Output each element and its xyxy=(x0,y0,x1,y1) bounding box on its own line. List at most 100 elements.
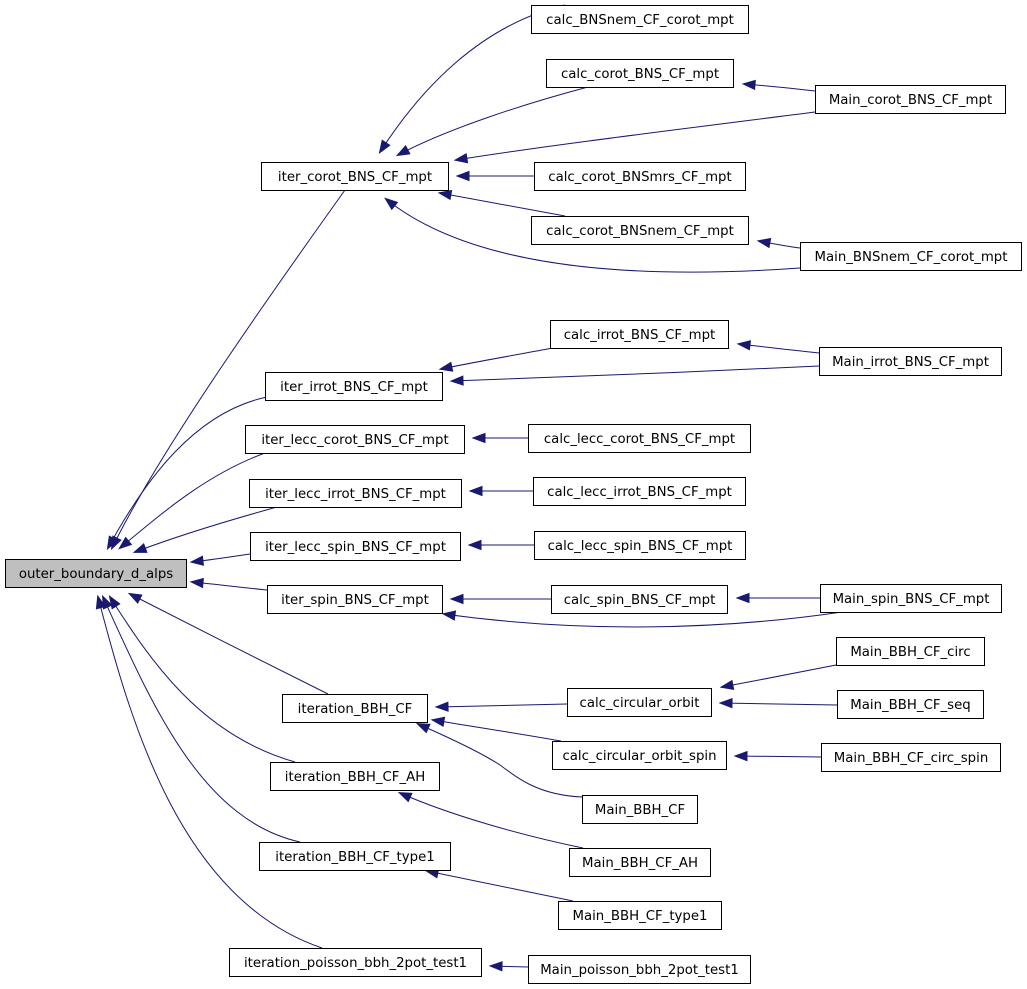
node-iter-lecc-irrot-bns-cf-mpt[interactable]: iter_lecc_irrot_BNS_CF_mpt xyxy=(249,479,462,508)
node-main-spin-bns-cf-mpt[interactable]: Main_spin_BNS_CF_mpt xyxy=(820,584,1002,613)
node-box xyxy=(534,531,746,560)
edge-arrowhead xyxy=(108,594,121,610)
edge-arrowhead xyxy=(118,536,133,550)
node-label: Main_BBH_CF_AH xyxy=(582,856,698,871)
node-box xyxy=(569,848,711,877)
node-main-bbh-cf-circ[interactable]: Main_BBH_CF_circ xyxy=(836,637,985,666)
edge-arrowhead xyxy=(378,139,391,155)
edge-arrowhead xyxy=(384,197,399,211)
node-label: calc_corot_BNS_CF_mpt xyxy=(561,67,719,82)
edge-line xyxy=(399,792,584,849)
edge-main-bnsnem-cf-corot-mpt-to-calc-corot-bnsnem-cf-mpt xyxy=(756,237,801,249)
edge-line xyxy=(385,198,801,273)
node-calc-corot-bnsnem-cf-mpt[interactable]: calc_corot_BNSnem_CF_mpt xyxy=(531,216,749,245)
node-label: iter_irrot_BNS_CF_mpt xyxy=(280,380,428,395)
node-calc-lecc-spin-bns-cf-mpt[interactable]: calc_lecc_spin_BNS_CF_mpt xyxy=(534,531,746,560)
edge-line xyxy=(735,755,822,758)
edge-iter-lecc-corot-bns-cf-mpt-to-outer-boundary-d-alps xyxy=(118,452,266,550)
node-label: Main_poisson_bbh_2pot_test1 xyxy=(540,963,739,978)
edge-arrowhead xyxy=(741,79,756,91)
node-box xyxy=(528,955,751,984)
node-box xyxy=(800,242,1022,271)
edge-arrowhead xyxy=(471,432,486,444)
edge-arrowhead xyxy=(467,539,482,551)
node-calc-lecc-irrot-bns-cf-mpt[interactable]: calc_lecc_irrot_BNS_CF_mpt xyxy=(533,477,746,506)
node-label: calc_lecc_corot_BNS_CF_mpt xyxy=(544,432,735,447)
node-box xyxy=(546,59,734,88)
node-calc-corot-bns-cf-mpt[interactable]: calc_corot_BNS_CF_mpt xyxy=(546,59,734,88)
edge-main-spin-bns-cf-mpt-to-iter-spin-bns-cf-mpt xyxy=(441,610,843,628)
edge-line xyxy=(738,343,820,354)
edge-main-irrot-bns-cf-mpt-to-calc-irrot-bns-cf-mpt xyxy=(736,340,820,354)
node-box xyxy=(265,372,443,401)
node-iteration-poisson-bbh-2pot-test1[interactable]: iteration_poisson_bbh_2pot_test1 xyxy=(229,948,482,977)
node-label: calc_lecc_irrot_BNS_CF_mpt xyxy=(547,485,732,500)
edge-calc-lecc-irrot-bns-cf-mpt-to-iter-lecc-irrot-bns-cf-mpt xyxy=(468,485,533,497)
node-label: calc_corot_BNSnem_CF_mpt xyxy=(546,224,734,239)
node-iter-irrot-bns-cf-mpt[interactable]: iter_irrot_BNS_CF_mpt xyxy=(265,372,443,401)
node-box xyxy=(531,5,749,34)
edge-arrowhead xyxy=(455,170,470,182)
node-calc-circular-orbit[interactable]: calc_circular_orbit xyxy=(567,688,712,717)
edge-calc-lecc-corot-bns-cf-mpt-to-iter-lecc-corot-bns-cf-mpt xyxy=(471,432,528,444)
node-box xyxy=(261,162,449,191)
node-box xyxy=(229,948,482,977)
node-box xyxy=(552,741,727,770)
edge-main-bbh-cf-ah-to-iteration-bbh-cf-ah xyxy=(397,792,584,849)
node-main-poisson-bbh-2pot-test1[interactable]: Main_poisson_bbh_2pot_test1 xyxy=(528,955,751,984)
node-calc-bnsnem-cf-corot-mpt[interactable]: calc_BNSnem_CF_corot_mpt xyxy=(531,5,749,34)
node-box xyxy=(282,694,428,723)
edge-main-bbh-cf-circ-spin-to-calc-circular-orbit-spin xyxy=(733,750,822,762)
node-box xyxy=(821,743,1001,772)
node-main-bbh-cf-type1[interactable]: Main_BBH_CF_type1 xyxy=(558,901,722,930)
edge-arrowhead xyxy=(488,961,503,972)
node-label: iteration_BBH_CF xyxy=(298,702,413,717)
node-main-bnsnem-cf-corot-mpt[interactable]: Main_BNSnem_CF_corot_mpt xyxy=(800,242,1022,271)
root-node-outer-boundary-d-alps[interactable]: outer_boundary_d_alps xyxy=(5,559,187,588)
edge-line xyxy=(119,452,266,549)
node-box xyxy=(533,477,746,506)
node-box xyxy=(270,762,440,791)
edge-arrowhead xyxy=(756,237,772,249)
node-box xyxy=(836,637,985,666)
edge-iter-irrot-bns-cf-mpt-to-outer-boundary-d-alps xyxy=(106,396,268,551)
node-iteration-bbh-cf-type1[interactable]: iteration_BBH_CF_type1 xyxy=(259,842,451,871)
node-iter-corot-bns-cf-mpt[interactable]: iter_corot_BNS_CF_mpt xyxy=(261,162,449,191)
edge-line xyxy=(440,347,554,370)
edge-main-poisson-bbh-2pot-test1-to-iteration-poisson-bbh-2pot-test1 xyxy=(488,961,529,972)
node-calc-lecc-corot-bns-cf-mpt[interactable]: calc_lecc_corot_BNS_CF_mpt xyxy=(528,424,751,453)
node-main-corot-bns-cf-mpt[interactable]: Main_corot_BNS_CF_mpt xyxy=(815,85,1006,114)
node-calc-irrot-bns-cf-mpt[interactable]: calc_irrot_BNS_CF_mpt xyxy=(550,320,729,349)
node-label: iter_corot_BNS_CF_mpt xyxy=(278,170,432,185)
node-calc-circular-orbit-spin[interactable]: calc_circular_orbit_spin xyxy=(552,741,727,770)
node-calc-spin-bns-cf-mpt[interactable]: calc_spin_BNS_CF_mpt xyxy=(551,585,728,614)
node-iter-lecc-corot-bns-cf-mpt[interactable]: iter_lecc_corot_BNS_CF_mpt xyxy=(245,425,465,454)
edge-arrowhead xyxy=(430,716,446,727)
edge-line xyxy=(102,596,301,843)
edge-iter-lecc-irrot-bns-cf-mpt-to-outer-boundary-d-alps xyxy=(132,506,278,553)
edge-main-bbh-cf-type1-to-iteration-bbh-cf-type1 xyxy=(424,868,574,902)
node-main-bbh-cf-circ-spin[interactable]: Main_BBH_CF_circ_spin xyxy=(821,743,1001,772)
node-iter-lecc-spin-bns-cf-mpt[interactable]: iter_lecc_spin_BNS_CF_mpt xyxy=(250,532,461,561)
edge-arrowhead xyxy=(189,555,205,566)
edge-arrowhead xyxy=(95,594,106,610)
node-main-irrot-bns-cf-mpt[interactable]: Main_irrot_BNS_CF_mpt xyxy=(819,347,1002,376)
edge-arrowhead xyxy=(733,750,748,762)
edge-line xyxy=(439,192,566,217)
edge-line xyxy=(109,596,296,763)
node-label: outer_boundary_d_alps xyxy=(19,567,173,582)
node-main-bbh-cf-seq[interactable]: Main_BBH_CF_seq xyxy=(837,690,984,719)
edge-calc-spin-bns-cf-mpt-to-iter-spin-bns-cf-mpt xyxy=(449,593,551,605)
edge-line xyxy=(451,365,820,382)
node-main-bbh-cf-ah[interactable]: Main_BBH_CF_AH xyxy=(569,848,711,877)
edge-line xyxy=(443,611,843,628)
node-iteration-bbh-cf[interactable]: iteration_BBH_CF xyxy=(282,694,428,723)
edge-line xyxy=(417,723,583,798)
node-layer: outer_boundary_d_alps iter_corot_BNS_CF_m… xyxy=(5,5,1022,984)
edge-iteration-bbh-cf-type1-to-outer-boundary-d-alps xyxy=(101,594,301,843)
node-iteration-bbh-cf-ah[interactable]: iteration_BBH_CF_AH xyxy=(270,762,440,791)
node-main-bbh-cf[interactable]: Main_BBH_CF xyxy=(582,795,698,824)
node-calc-corot-bnsmrs-cf-mpt[interactable]: calc_corot_BNSmrs_CF_mpt xyxy=(534,162,746,191)
node-iter-spin-bns-cf-mpt[interactable]: iter_spin_BNS_CF_mpt xyxy=(267,585,443,614)
